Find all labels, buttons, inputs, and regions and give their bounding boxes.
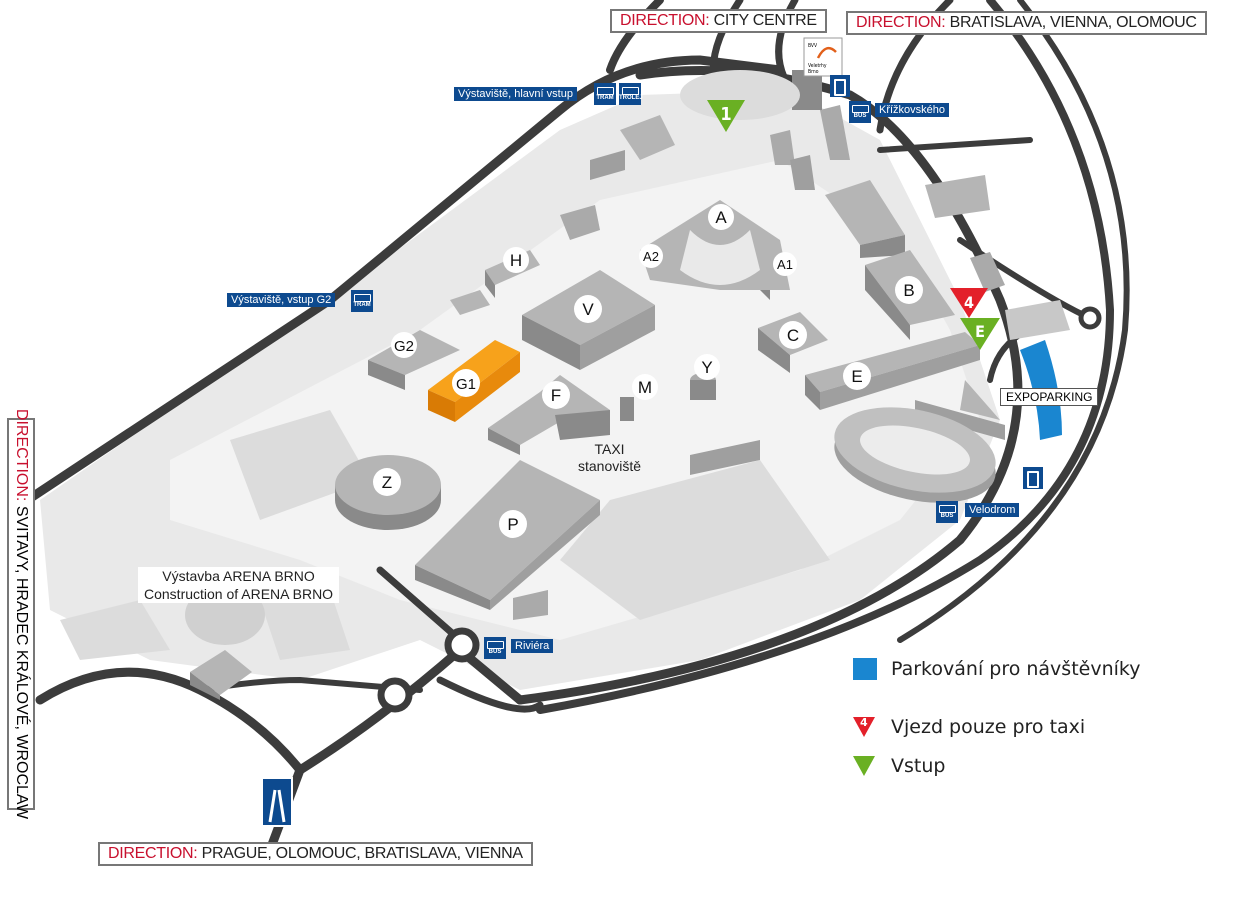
stop-main-entrance[interactable]: Výstaviště, hlavní vstup (454, 87, 577, 101)
svg-text:A2: A2 (643, 249, 659, 264)
buildings (190, 70, 1070, 700)
hall-label-y[interactable]: Y (694, 354, 720, 380)
hall-label-a[interactable]: A (708, 204, 734, 230)
hall-g1-highlight (428, 340, 520, 422)
expoparking-label[interactable]: EXPOPARKING (1000, 388, 1099, 406)
legend-parking: Parkování pro návštěvníky (853, 658, 1140, 680)
svg-text:H: H (510, 251, 522, 270)
hall-label-p[interactable]: P (499, 510, 527, 538)
velodrom (834, 407, 996, 503)
svg-text:1: 1 (720, 104, 731, 125)
gate-e-icon: E (960, 318, 1000, 350)
tram-icon: TRAM (594, 83, 616, 105)
stop-g2-entrance[interactable]: Výstaviště, vstup G2 (227, 293, 336, 307)
hall-label-m[interactable]: M (632, 374, 658, 400)
hall-label-g2[interactable]: G2 (391, 332, 417, 358)
motorway-icon (261, 777, 293, 827)
bus-icon: BUS (484, 637, 506, 659)
legend-entrance: Vstup (853, 755, 945, 777)
hall-label-z[interactable]: Z (373, 468, 401, 496)
svg-text:A: A (715, 208, 727, 227)
taxi-gate-icon: 4 (853, 716, 875, 737)
svg-text:E: E (975, 322, 985, 341)
svg-text:Veletrhy: Veletrhy (808, 63, 827, 69)
svg-text:C: C (787, 326, 799, 345)
hall-label-c[interactable]: C (779, 321, 807, 349)
direction-svitavy: DIRECTION: SVITAVY, HRADEC KRÁLOVÉ, WROC… (7, 409, 35, 819)
hall-label-b[interactable]: B (895, 276, 923, 304)
tram-icon: TRAM (351, 290, 373, 312)
fuel-station-icon (830, 75, 850, 97)
svg-text:G2: G2 (394, 338, 414, 355)
trolleybus-icon: TROLEJ (619, 83, 643, 105)
bus-icon: BUS (849, 101, 871, 123)
svg-text:Z: Z (382, 473, 392, 492)
hall-label-e[interactable]: E (843, 362, 871, 390)
lots (60, 410, 830, 660)
svg-text:F: F (551, 386, 561, 405)
svg-text:M: M (638, 378, 652, 397)
stop-riviera[interactable]: Riviéra (511, 639, 554, 653)
svg-text:E: E (851, 367, 862, 386)
svg-text:4: 4 (964, 293, 974, 312)
svg-text:G1: G1 (456, 376, 476, 393)
stop-velodrom[interactable]: Velodrom (965, 503, 1020, 517)
svg-text:Brno: Brno (808, 69, 819, 75)
hall-label-f[interactable]: F (542, 381, 570, 409)
svg-text:B: B (903, 281, 914, 300)
hall-label-a2[interactable]: A2 (639, 244, 663, 268)
fuel-station-icon (1023, 467, 1043, 489)
stop-krizkovskeho[interactable]: Křížkovského (875, 103, 950, 117)
hall-label-g1[interactable]: G1 (452, 369, 480, 397)
direction-bratislava: DIRECTION: BRATISLAVA, VIENNA, OLOMOUC (846, 11, 1207, 35)
hall-label-v[interactable]: V (574, 295, 602, 323)
svg-text:Y: Y (701, 358, 712, 377)
parking-swatch-icon (853, 658, 877, 680)
bus-icon: BUS (936, 501, 958, 523)
gate-1-icon: 1 (707, 100, 745, 132)
svg-text:P: P (507, 515, 518, 534)
entrance-gate-icon (853, 756, 875, 776)
direction-prague: DIRECTION: PRAGUE, OLOMOUC, BRATISLAVA, … (98, 842, 533, 866)
gate-4-taxi-icon: 4 (950, 288, 988, 318)
hall-label-a1[interactable]: A1 (773, 252, 797, 276)
svg-text:BVV: BVV (808, 43, 818, 49)
direction-city-centre: DIRECTION: CITY CENTRE (610, 9, 827, 33)
hall-z-rotunda (335, 455, 441, 530)
svg-text:V: V (582, 300, 594, 319)
hall-label-h[interactable]: H (503, 247, 529, 273)
svg-text:A1: A1 (777, 257, 793, 272)
bvv-logo: BVV Veletrhy Brno (803, 37, 843, 77)
